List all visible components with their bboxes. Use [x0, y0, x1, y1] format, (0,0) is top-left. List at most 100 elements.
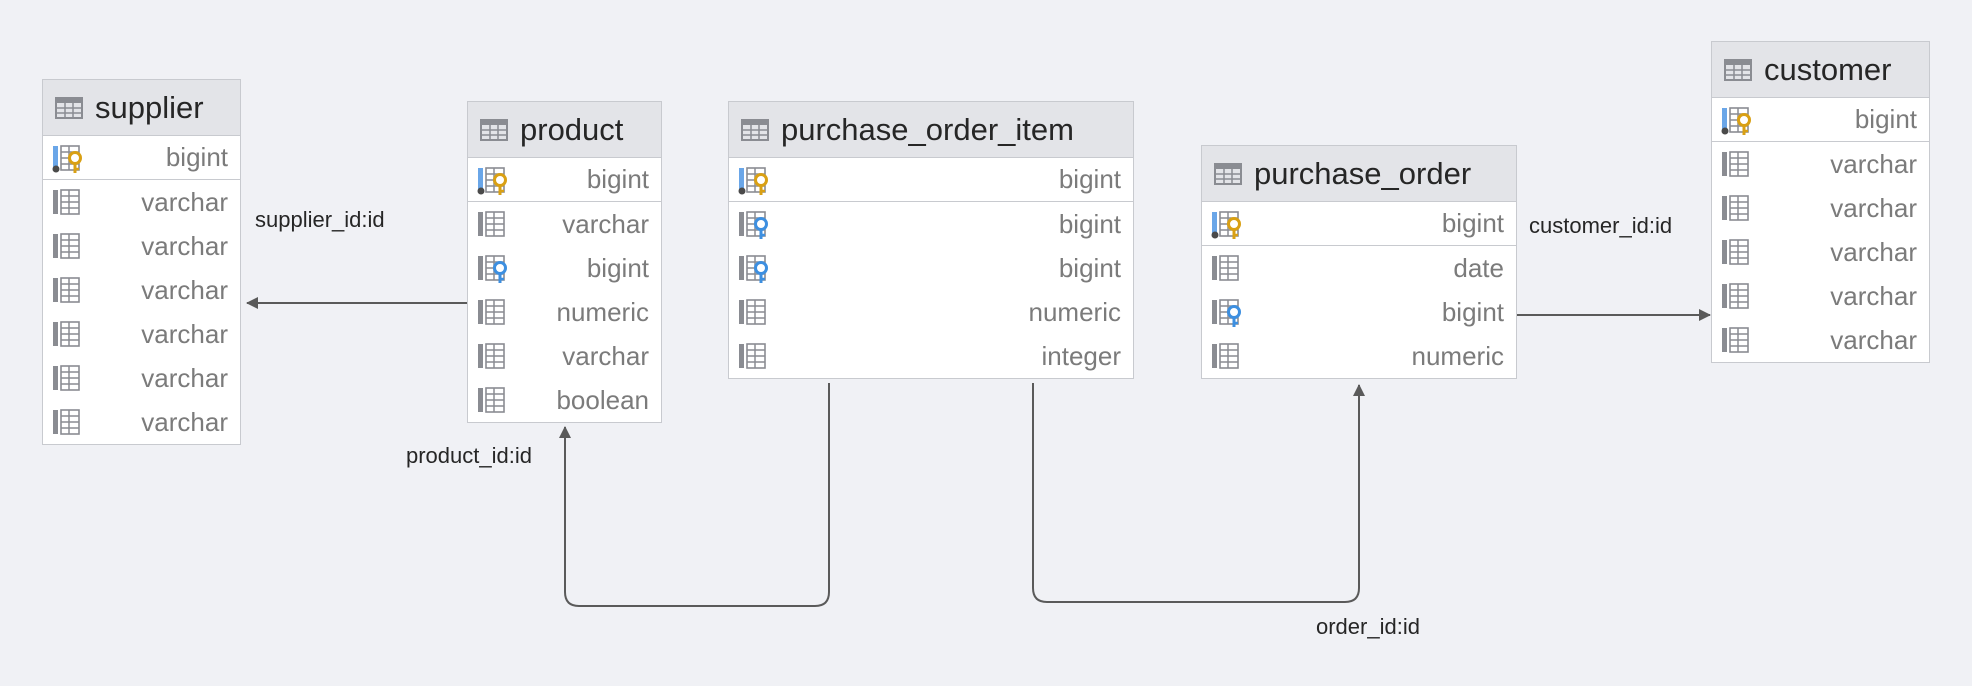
column-row[interactable]: bigint — [1712, 98, 1929, 142]
table-header[interactable]: supplier — [43, 80, 240, 136]
column-type: bigint — [165, 142, 228, 172]
column-icon — [1212, 255, 1239, 281]
column-type: bigint — [1058, 252, 1121, 283]
table-product[interactable]: product bigint varchar bigint numeric varchar… — [467, 101, 662, 423]
column-icon — [53, 189, 80, 215]
column-row[interactable]: varchar — [468, 334, 661, 378]
column-row[interactable]: varchar — [43, 224, 240, 268]
column-row[interactable]: bigint — [468, 158, 661, 202]
column-icon — [478, 343, 505, 369]
column-type: boolean — [556, 384, 649, 415]
column-icon — [1722, 195, 1749, 221]
column-icon — [1722, 151, 1749, 177]
column-icon — [1722, 283, 1749, 309]
column-icon — [478, 211, 505, 237]
column-type: bigint — [1058, 164, 1121, 194]
column-row[interactable]: varchar — [43, 180, 240, 224]
column-row[interactable]: bigint — [729, 158, 1133, 202]
column-type: bigint — [1441, 208, 1504, 238]
column-icon — [53, 321, 80, 347]
table-name: supplier — [95, 89, 204, 125]
table-icon — [55, 96, 83, 119]
foreign-key-icon — [739, 211, 768, 239]
table-header[interactable]: customer — [1712, 42, 1929, 98]
column-type: varchar — [1830, 324, 1917, 355]
primary-key-icon — [1211, 210, 1241, 239]
column-row[interactable]: varchar — [1712, 142, 1929, 186]
primary-key-icon — [1721, 106, 1751, 135]
column-type: varchar — [141, 274, 228, 305]
column-row[interactable]: varchar — [1712, 274, 1929, 318]
table-name: customer — [1764, 51, 1892, 87]
table-icon — [480, 118, 508, 141]
column-row[interactable]: date — [1202, 246, 1516, 290]
primary-key-icon — [52, 144, 82, 173]
column-row[interactable]: varchar — [43, 400, 240, 444]
column-type: varchar — [141, 406, 228, 437]
connector-purchase-order-item-to-product[interactable] — [559, 383, 830, 607]
column-type: varchar — [1830, 192, 1917, 223]
column-row[interactable]: bigint — [1202, 290, 1516, 334]
column-type: bigint — [1058, 208, 1121, 239]
column-icon — [478, 299, 505, 325]
column-row[interactable]: bigint — [1202, 202, 1516, 246]
column-type: bigint — [586, 164, 649, 194]
table-customer[interactable]: customer bigint varchar varchar varchar varch… — [1711, 41, 1930, 363]
primary-key-icon — [477, 166, 507, 195]
column-row[interactable]: varchar — [1712, 186, 1929, 230]
column-type: varchar — [141, 318, 228, 349]
edge-label-product-id: product_id:id — [406, 443, 532, 468]
column-row[interactable]: varchar — [1712, 318, 1929, 362]
column-type: date — [1453, 252, 1504, 283]
table-icon — [741, 118, 769, 141]
column-row[interactable]: numeric — [729, 290, 1133, 334]
foreign-key-icon — [478, 255, 507, 283]
table-name: purchase_order_item — [781, 111, 1074, 147]
table-header[interactable]: purchase_order — [1202, 146, 1516, 202]
column-icon — [1722, 327, 1749, 353]
column-row[interactable]: varchar — [468, 202, 661, 246]
column-icon — [53, 409, 80, 435]
column-row[interactable]: varchar — [1712, 230, 1929, 274]
column-row[interactable]: varchar — [43, 268, 240, 312]
column-row[interactable]: boolean — [468, 378, 661, 422]
table-name: product — [520, 111, 624, 147]
column-type: varchar — [562, 208, 649, 239]
column-type: varchar — [141, 186, 228, 217]
column-row[interactable]: bigint — [468, 246, 661, 290]
column-type: bigint — [1854, 104, 1917, 134]
column-row[interactable]: bigint — [43, 136, 240, 180]
column-icon — [53, 365, 80, 391]
column-row[interactable]: varchar — [43, 312, 240, 356]
column-icon — [53, 233, 80, 259]
edge-label-order-id: order_id:id — [1316, 614, 1420, 639]
foreign-key-icon — [739, 255, 768, 283]
column-type: numeric — [556, 296, 649, 327]
column-icon — [1722, 239, 1749, 265]
column-row[interactable]: bigint — [729, 202, 1133, 246]
column-type: integer — [1041, 340, 1122, 371]
primary-key-icon — [738, 166, 768, 195]
column-row[interactable]: varchar — [43, 356, 240, 400]
table-header[interactable]: product — [468, 102, 661, 158]
column-icon — [739, 299, 766, 325]
column-row[interactable]: integer — [729, 334, 1133, 378]
column-type: varchar — [141, 362, 228, 393]
table-header[interactable]: purchase_order_item — [729, 102, 1133, 158]
column-row[interactable]: numeric — [1202, 334, 1516, 378]
column-type: varchar — [1830, 236, 1917, 267]
column-type: numeric — [1411, 340, 1504, 371]
foreign-key-icon — [1212, 299, 1241, 327]
column-row[interactable]: bigint — [729, 246, 1133, 290]
connector-purchase-order-item-to-purchase-order[interactable] — [1032, 383, 1365, 603]
column-type: varchar — [141, 230, 228, 261]
column-row[interactable]: numeric — [468, 290, 661, 334]
column-type: bigint — [586, 252, 649, 283]
column-type: bigint — [1441, 296, 1504, 327]
table-icon — [1724, 58, 1752, 81]
table-name: purchase_order — [1254, 155, 1472, 191]
table-supplier[interactable]: supplier bigint varchar varchar varchar varch… — [42, 79, 241, 445]
table-icon — [1214, 162, 1242, 185]
